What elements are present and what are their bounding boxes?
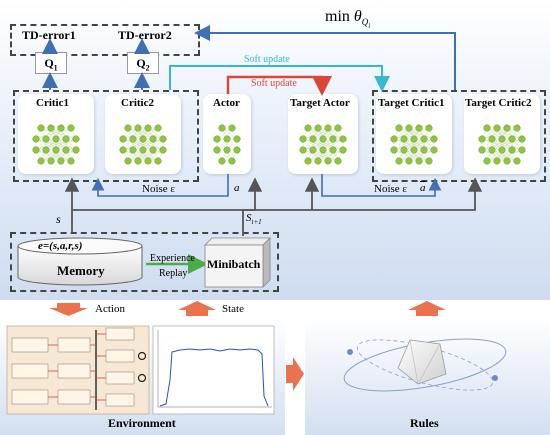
critic1-label: Critic1 bbox=[36, 97, 69, 109]
replay-buffer-group bbox=[10, 232, 279, 292]
actor-card bbox=[203, 94, 251, 174]
power-system-diagram bbox=[6, 325, 150, 415]
soft-update-actor-label: Soft update bbox=[251, 78, 297, 89]
actor-label: Actor bbox=[213, 97, 240, 109]
neural-net-icon bbox=[213, 124, 241, 165]
target-actor-to-target-critics-arrow bbox=[321, 174, 442, 197]
minibatch-label: Minibatch bbox=[207, 257, 261, 271]
neural-net-icon bbox=[32, 124, 80, 165]
noise-right-label: Noise ε bbox=[374, 183, 408, 195]
s-next-sub: t+1 bbox=[251, 218, 262, 227]
target-critic2-card bbox=[464, 94, 540, 174]
objective-min: min bbox=[325, 8, 350, 25]
target-actor-card bbox=[288, 94, 358, 174]
td-error1-label: TD-error1 bbox=[22, 28, 76, 42]
actor-to-critics-arrow bbox=[91, 174, 229, 197]
target-critics-group bbox=[372, 90, 546, 182]
s-label: s bbox=[56, 212, 61, 226]
critic2-card bbox=[105, 94, 181, 174]
memory-cylinder bbox=[17, 237, 143, 286]
q1-label: Q bbox=[44, 56, 54, 70]
q2-label: Q bbox=[136, 56, 146, 70]
critics-group bbox=[13, 90, 199, 182]
q2-sub: 2 bbox=[145, 63, 150, 73]
experience-label: Experience bbox=[150, 253, 195, 264]
critic2-label: Critic2 bbox=[121, 97, 154, 109]
a-label: a bbox=[234, 182, 240, 194]
s-next-base: S bbox=[246, 212, 252, 224]
load-profile-plot bbox=[152, 325, 275, 415]
state-label: State bbox=[222, 303, 244, 315]
objective-label: min θQi bbox=[325, 8, 370, 30]
target-critic2-label: Target Critic2 bbox=[465, 97, 532, 109]
neural-net-icon bbox=[299, 124, 347, 165]
target-to-td-arrow bbox=[194, 25, 456, 90]
rules-label: Rules bbox=[410, 416, 439, 430]
objective-sub: Q bbox=[361, 17, 369, 28]
td-error2-label: TD-error2 bbox=[118, 28, 172, 42]
q1-sub: 1 bbox=[53, 63, 58, 73]
replay-label: Replay bbox=[159, 268, 188, 279]
memory-label: Memory bbox=[57, 263, 105, 278]
memory-tuple: e=(s,a,r,s) bbox=[38, 240, 83, 252]
noise-left-label: Noise ε bbox=[142, 183, 176, 195]
soft-update-critic-label: Soft update bbox=[244, 54, 290, 65]
objective-subsub: i bbox=[368, 21, 371, 30]
state-arrow bbox=[178, 301, 216, 316]
environment-label: Environment bbox=[108, 416, 176, 430]
rules-cube-graphic bbox=[343, 338, 507, 392]
target-critic1-card bbox=[376, 94, 452, 174]
a-tilde-label: a bbox=[420, 182, 426, 194]
s-next-label: St+1 bbox=[246, 212, 262, 226]
objective-theta: θ bbox=[353, 8, 362, 25]
neural-nets bbox=[32, 124, 526, 165]
minibatch-cube bbox=[204, 237, 271, 288]
minibatch-to-targets-line bbox=[242, 177, 483, 236]
target-actor-label: Target Actor bbox=[290, 97, 350, 109]
neural-net-icon bbox=[390, 124, 438, 165]
env-to-rules-arrow bbox=[286, 357, 304, 391]
rules-state-arrow bbox=[408, 301, 446, 316]
soft-update-actor-arrow bbox=[226, 75, 332, 96]
action-arrow bbox=[49, 303, 88, 316]
neural-net-icon bbox=[119, 124, 167, 165]
critic1-card bbox=[18, 94, 94, 174]
action-label: Action bbox=[95, 303, 125, 315]
target-critic1-label: Target Critic1 bbox=[378, 97, 445, 109]
neural-net-icon bbox=[478, 124, 526, 165]
soft-update-critic-arrow bbox=[169, 65, 390, 92]
